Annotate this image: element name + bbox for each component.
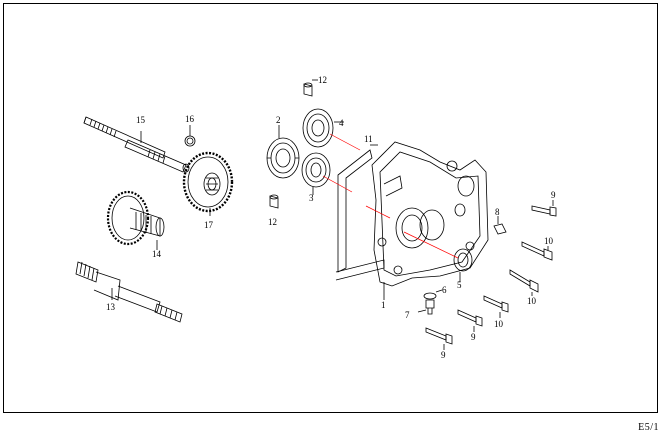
callout-labels: 1 2 3 4 5 6 7 8 9 9 9 10 10 10 11 12 12 … <box>106 75 556 360</box>
callout-12-lower: 12 <box>268 217 277 227</box>
callout-6: 6 <box>442 285 447 295</box>
part-13-output-shaft <box>75 261 183 323</box>
callout-11: 11 <box>364 134 373 144</box>
alignment-guides <box>322 133 459 259</box>
callout-4: 4 <box>339 118 344 128</box>
callout-13: 13 <box>106 302 116 312</box>
callout-3: 3 <box>309 193 314 203</box>
callout-15: 15 <box>136 115 146 125</box>
part-8-small-bolt <box>493 216 507 235</box>
callout-5: 5 <box>457 280 462 290</box>
callout-9-upper: 9 <box>551 190 556 200</box>
part-11-gasket <box>335 144 385 281</box>
callout-9-middle: 9 <box>471 332 476 342</box>
callout-17: 17 <box>204 220 214 230</box>
callout-2: 2 <box>276 115 281 125</box>
callout-16: 16 <box>185 114 195 124</box>
drawing-frame <box>3 3 658 413</box>
part-1-transmission-cover <box>371 141 489 300</box>
part-6-7-drain-bolt <box>417 289 443 315</box>
part-3-bearing <box>301 152 331 195</box>
part-16-circlip <box>184 125 196 147</box>
callout-9-lower: 9 <box>441 350 446 360</box>
callout-7: 7 <box>405 310 410 320</box>
callout-12-upper: 12 <box>318 75 327 85</box>
part-15-drive-shaft <box>83 116 190 173</box>
part-12-dowel-pins <box>269 79 318 209</box>
part-14-countershaft-gear <box>106 190 165 250</box>
part-17-large-gear <box>182 151 234 216</box>
callout-14: 14 <box>152 249 162 259</box>
callout-1: 1 <box>381 300 386 310</box>
part-2-bearing <box>266 125 300 179</box>
callout-8: 8 <box>495 207 500 217</box>
callout-10-middle: 10 <box>527 296 537 306</box>
callout-10-lower: 10 <box>494 319 504 329</box>
part-4-bearing <box>302 108 344 148</box>
callout-10-upper: 10 <box>544 236 554 246</box>
part-5-oil-seal <box>453 248 473 282</box>
page-code: E5/1 <box>638 422 659 433</box>
part-9-10-cover-bolts <box>425 200 557 350</box>
